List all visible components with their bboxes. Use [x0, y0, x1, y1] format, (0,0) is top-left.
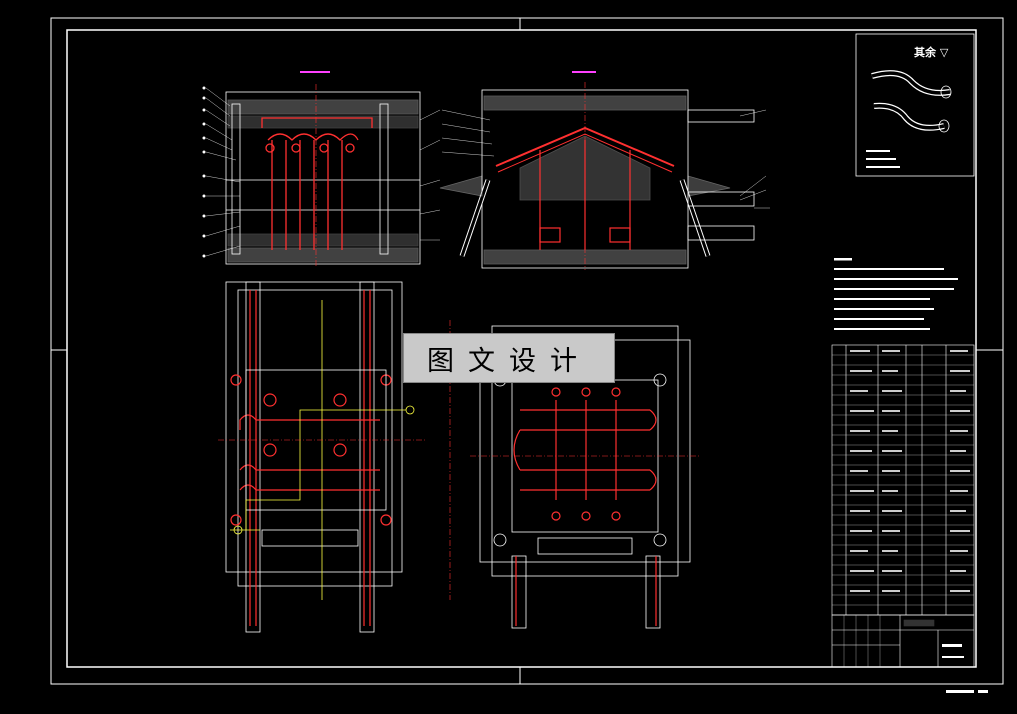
title-block: [831, 614, 988, 693]
parts-list-table: [831, 344, 975, 616]
part-inset: [855, 33, 975, 177]
surface-finish-label: 其余: [914, 46, 936, 59]
section-view-left: [202, 71, 441, 266]
watermark: 图文设计: [403, 333, 615, 383]
surface-finish-symbol-icon: ▽: [939, 46, 949, 59]
technical-notes: [834, 258, 958, 330]
sheet-border: [50, 17, 1004, 685]
plan-view-moving-half: [218, 281, 426, 633]
section-view-right: [439, 71, 770, 270]
